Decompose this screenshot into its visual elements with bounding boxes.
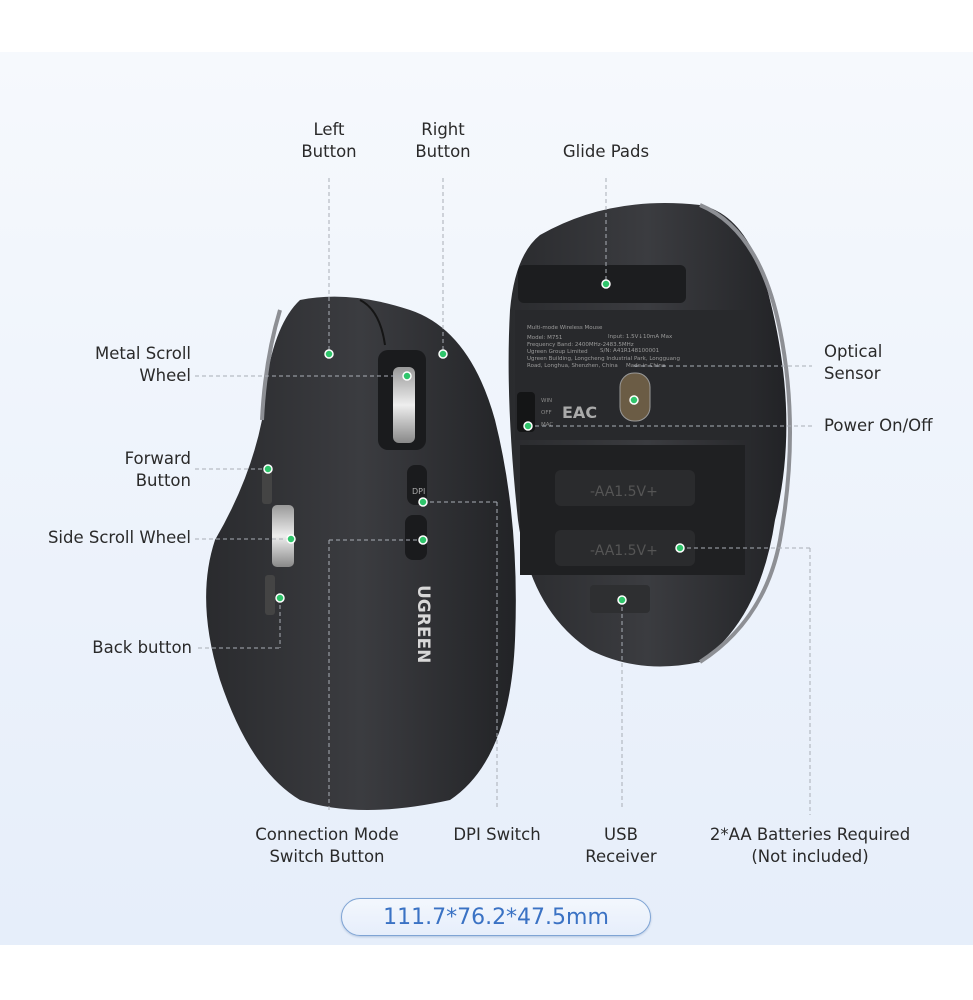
side-scroll-wheel (272, 505, 294, 567)
leader-lines (195, 178, 812, 815)
label-dpi-switch: DPI Switch (453, 825, 541, 844)
mode-button (405, 515, 427, 560)
label-batteries: 2*AA Batteries Required(Not included) (709, 825, 911, 866)
bottom-label-text: Multi-mode Wireless Mouse Model: M751 Fr… (527, 325, 682, 369)
back-button (265, 575, 275, 615)
label-power: Power On/Off (824, 416, 933, 435)
label-back-button: Back button (92, 638, 192, 657)
svg-text:-AA1.5V+: -AA1.5V+ (590, 543, 658, 559)
battery-1 (555, 470, 695, 506)
label-side-scroll-wheel: Side Scroll Wheel (47, 528, 191, 547)
mouse-top: DPI UGREEN (206, 296, 516, 811)
metal-scroll-wheel (393, 367, 415, 443)
label-glide-pads: Glide Pads (562, 142, 650, 161)
forward-button (262, 470, 272, 504)
svg-text:UGREEN: UGREEN (413, 585, 433, 663)
svg-text:DPI: DPI (412, 487, 425, 496)
svg-text:-AA1.5V+: -AA1.5V+ (590, 484, 658, 500)
dpi-button (407, 465, 427, 505)
dimensions-badge: 111.7*76.2*47.5mm (341, 898, 651, 936)
battery-2 (555, 530, 695, 566)
marker-dots (263, 279, 685, 605)
mouse-underside: Multi-mode Wireless Mouse Model: M751 Fr… (508, 203, 792, 667)
svg-text:EAC: EAC (562, 403, 597, 422)
